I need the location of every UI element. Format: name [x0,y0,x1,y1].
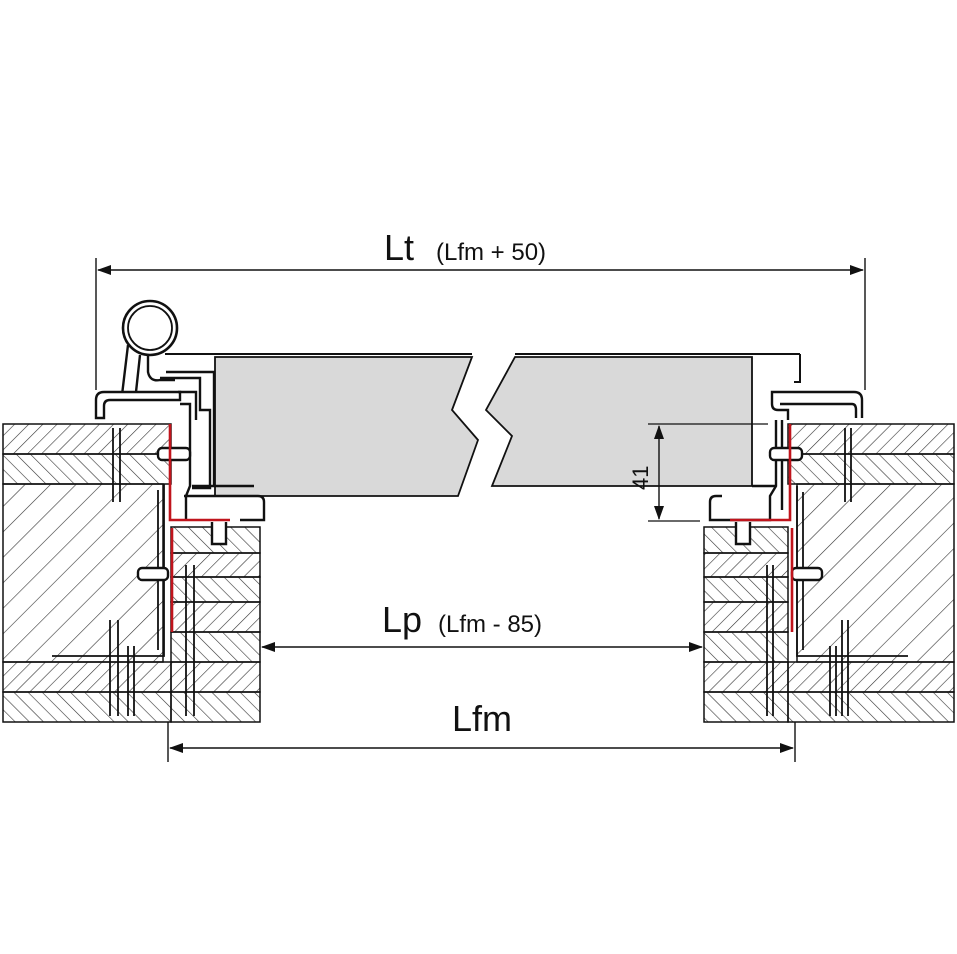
lfm-label: Lfm [452,698,512,739]
lt-label: Lt [384,227,414,268]
dimension-lfm: Lfm [167,698,796,762]
dimension-lp: Lp (Lfm - 85) [261,599,703,652]
door-panel [165,353,801,497]
left-seal [168,424,230,632]
lt-formula: (Lfm + 50) [436,239,546,266]
lp-label: Lp [382,599,422,640]
lp-formula: (Lfm - 85) [438,611,542,638]
left-frame-profile [52,299,266,716]
right-seal [730,424,794,632]
dimension-lt: Lt (Lfm + 50) [95,227,866,390]
height-41-label: 41 [628,466,653,490]
dimension-41: 41 [628,423,768,522]
